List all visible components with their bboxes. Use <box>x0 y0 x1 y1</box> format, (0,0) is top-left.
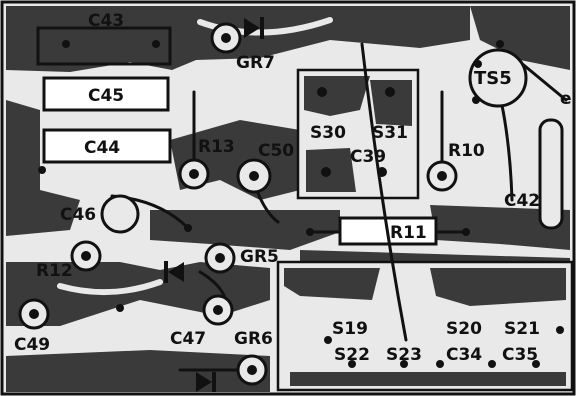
pad <box>221 33 231 43</box>
s30-pad-area <box>304 76 370 116</box>
s31-pad-area <box>370 80 412 126</box>
c46-ring <box>100 194 140 234</box>
copper-area-left-band <box>6 100 80 236</box>
pad <box>249 171 259 181</box>
label-s31: S31 <box>372 123 408 143</box>
diode-triangle <box>244 18 260 38</box>
label-gr7: GR7 <box>236 53 275 73</box>
label-c44: C44 <box>84 138 120 158</box>
pad <box>213 305 223 315</box>
isolation-3 <box>57 279 163 296</box>
copper-area-top-middle <box>196 6 470 60</box>
component-labels: C43 C45 C44 GR7 R13 C50 S30 S31 C39 R10 … <box>14 11 572 365</box>
pad <box>306 228 314 236</box>
diode-gr7-symbol <box>244 17 264 39</box>
pad <box>324 336 332 344</box>
pad <box>437 171 447 181</box>
pad <box>189 169 199 179</box>
lead-ts5-e <box>518 60 568 102</box>
copper-area-top-left <box>6 6 196 72</box>
pad <box>472 96 480 104</box>
pad <box>215 253 225 263</box>
label-s30: S30 <box>310 123 346 143</box>
label-r10: R10 <box>448 141 485 161</box>
pad <box>474 60 482 68</box>
label-s23: S23 <box>386 345 422 365</box>
c43-body <box>36 26 172 66</box>
diode-triangle <box>196 372 212 392</box>
label-gr5: GR5 <box>240 247 279 267</box>
diode-gr5-symbol <box>164 261 184 283</box>
copper-area-top-right <box>470 6 570 70</box>
lower-switch-copper-1 <box>284 268 380 300</box>
copper-area-middle-strip <box>150 210 340 250</box>
label-s21: S21 <box>504 319 540 339</box>
label-s20: S20 <box>446 319 482 339</box>
pad <box>532 360 540 368</box>
diode-gr6-symbol <box>196 372 216 392</box>
pad <box>317 87 327 97</box>
label-c39: C39 <box>350 147 386 167</box>
pad <box>152 40 160 48</box>
label-c45: C45 <box>88 86 124 106</box>
label-c35: C35 <box>502 345 538 365</box>
pad <box>462 228 470 236</box>
pad <box>385 87 395 97</box>
diode-bar <box>260 17 264 39</box>
pad <box>81 251 91 261</box>
c45-body <box>42 76 170 112</box>
solder-pads <box>29 33 564 375</box>
pad <box>116 304 124 312</box>
pad <box>488 360 496 368</box>
lower-switch-copper-3 <box>290 372 566 386</box>
pad <box>29 309 39 319</box>
pad <box>436 360 444 368</box>
pad <box>496 40 504 48</box>
pad <box>400 360 408 368</box>
pad <box>62 40 70 48</box>
label-r11: R11 <box>390 223 427 243</box>
c44-body <box>42 128 172 164</box>
switch-block-s30-s31-copper <box>304 76 412 192</box>
label-r13: R13 <box>198 137 235 157</box>
copper-area-r11-strip <box>430 205 570 250</box>
pad <box>556 326 564 334</box>
diode-triangle <box>168 262 184 282</box>
diode-bar <box>212 372 216 392</box>
label-c46: C46 <box>60 205 96 225</box>
label-c50: C50 <box>258 141 294 161</box>
label-s19: S19 <box>332 319 368 339</box>
lower-switch-copper-2 <box>430 268 566 306</box>
label-c42: C42 <box>504 191 540 211</box>
c42-body <box>538 118 564 230</box>
label-s22: S22 <box>334 345 370 365</box>
label-gr6: GR6 <box>234 329 273 349</box>
pad <box>377 167 387 177</box>
capacitor-outlines <box>36 26 564 246</box>
label-c34: C34 <box>446 345 482 365</box>
label-r12: R12 <box>36 261 73 281</box>
switch-block-s19-copper <box>284 268 566 386</box>
label-c49: C49 <box>14 335 50 355</box>
label-ts5: TS5 <box>474 68 512 89</box>
pad <box>348 360 356 368</box>
pad <box>38 166 46 174</box>
c39-pad-area <box>306 148 356 192</box>
pad <box>321 167 331 177</box>
label-c43: C43 <box>88 11 124 31</box>
label-c47: C47 <box>170 329 206 349</box>
lead-c39-s23 <box>360 42 408 342</box>
diode-bar <box>164 261 168 283</box>
label-e: e <box>560 89 572 109</box>
pad <box>184 224 192 232</box>
ts5-ring <box>468 48 528 108</box>
pad <box>247 365 257 375</box>
